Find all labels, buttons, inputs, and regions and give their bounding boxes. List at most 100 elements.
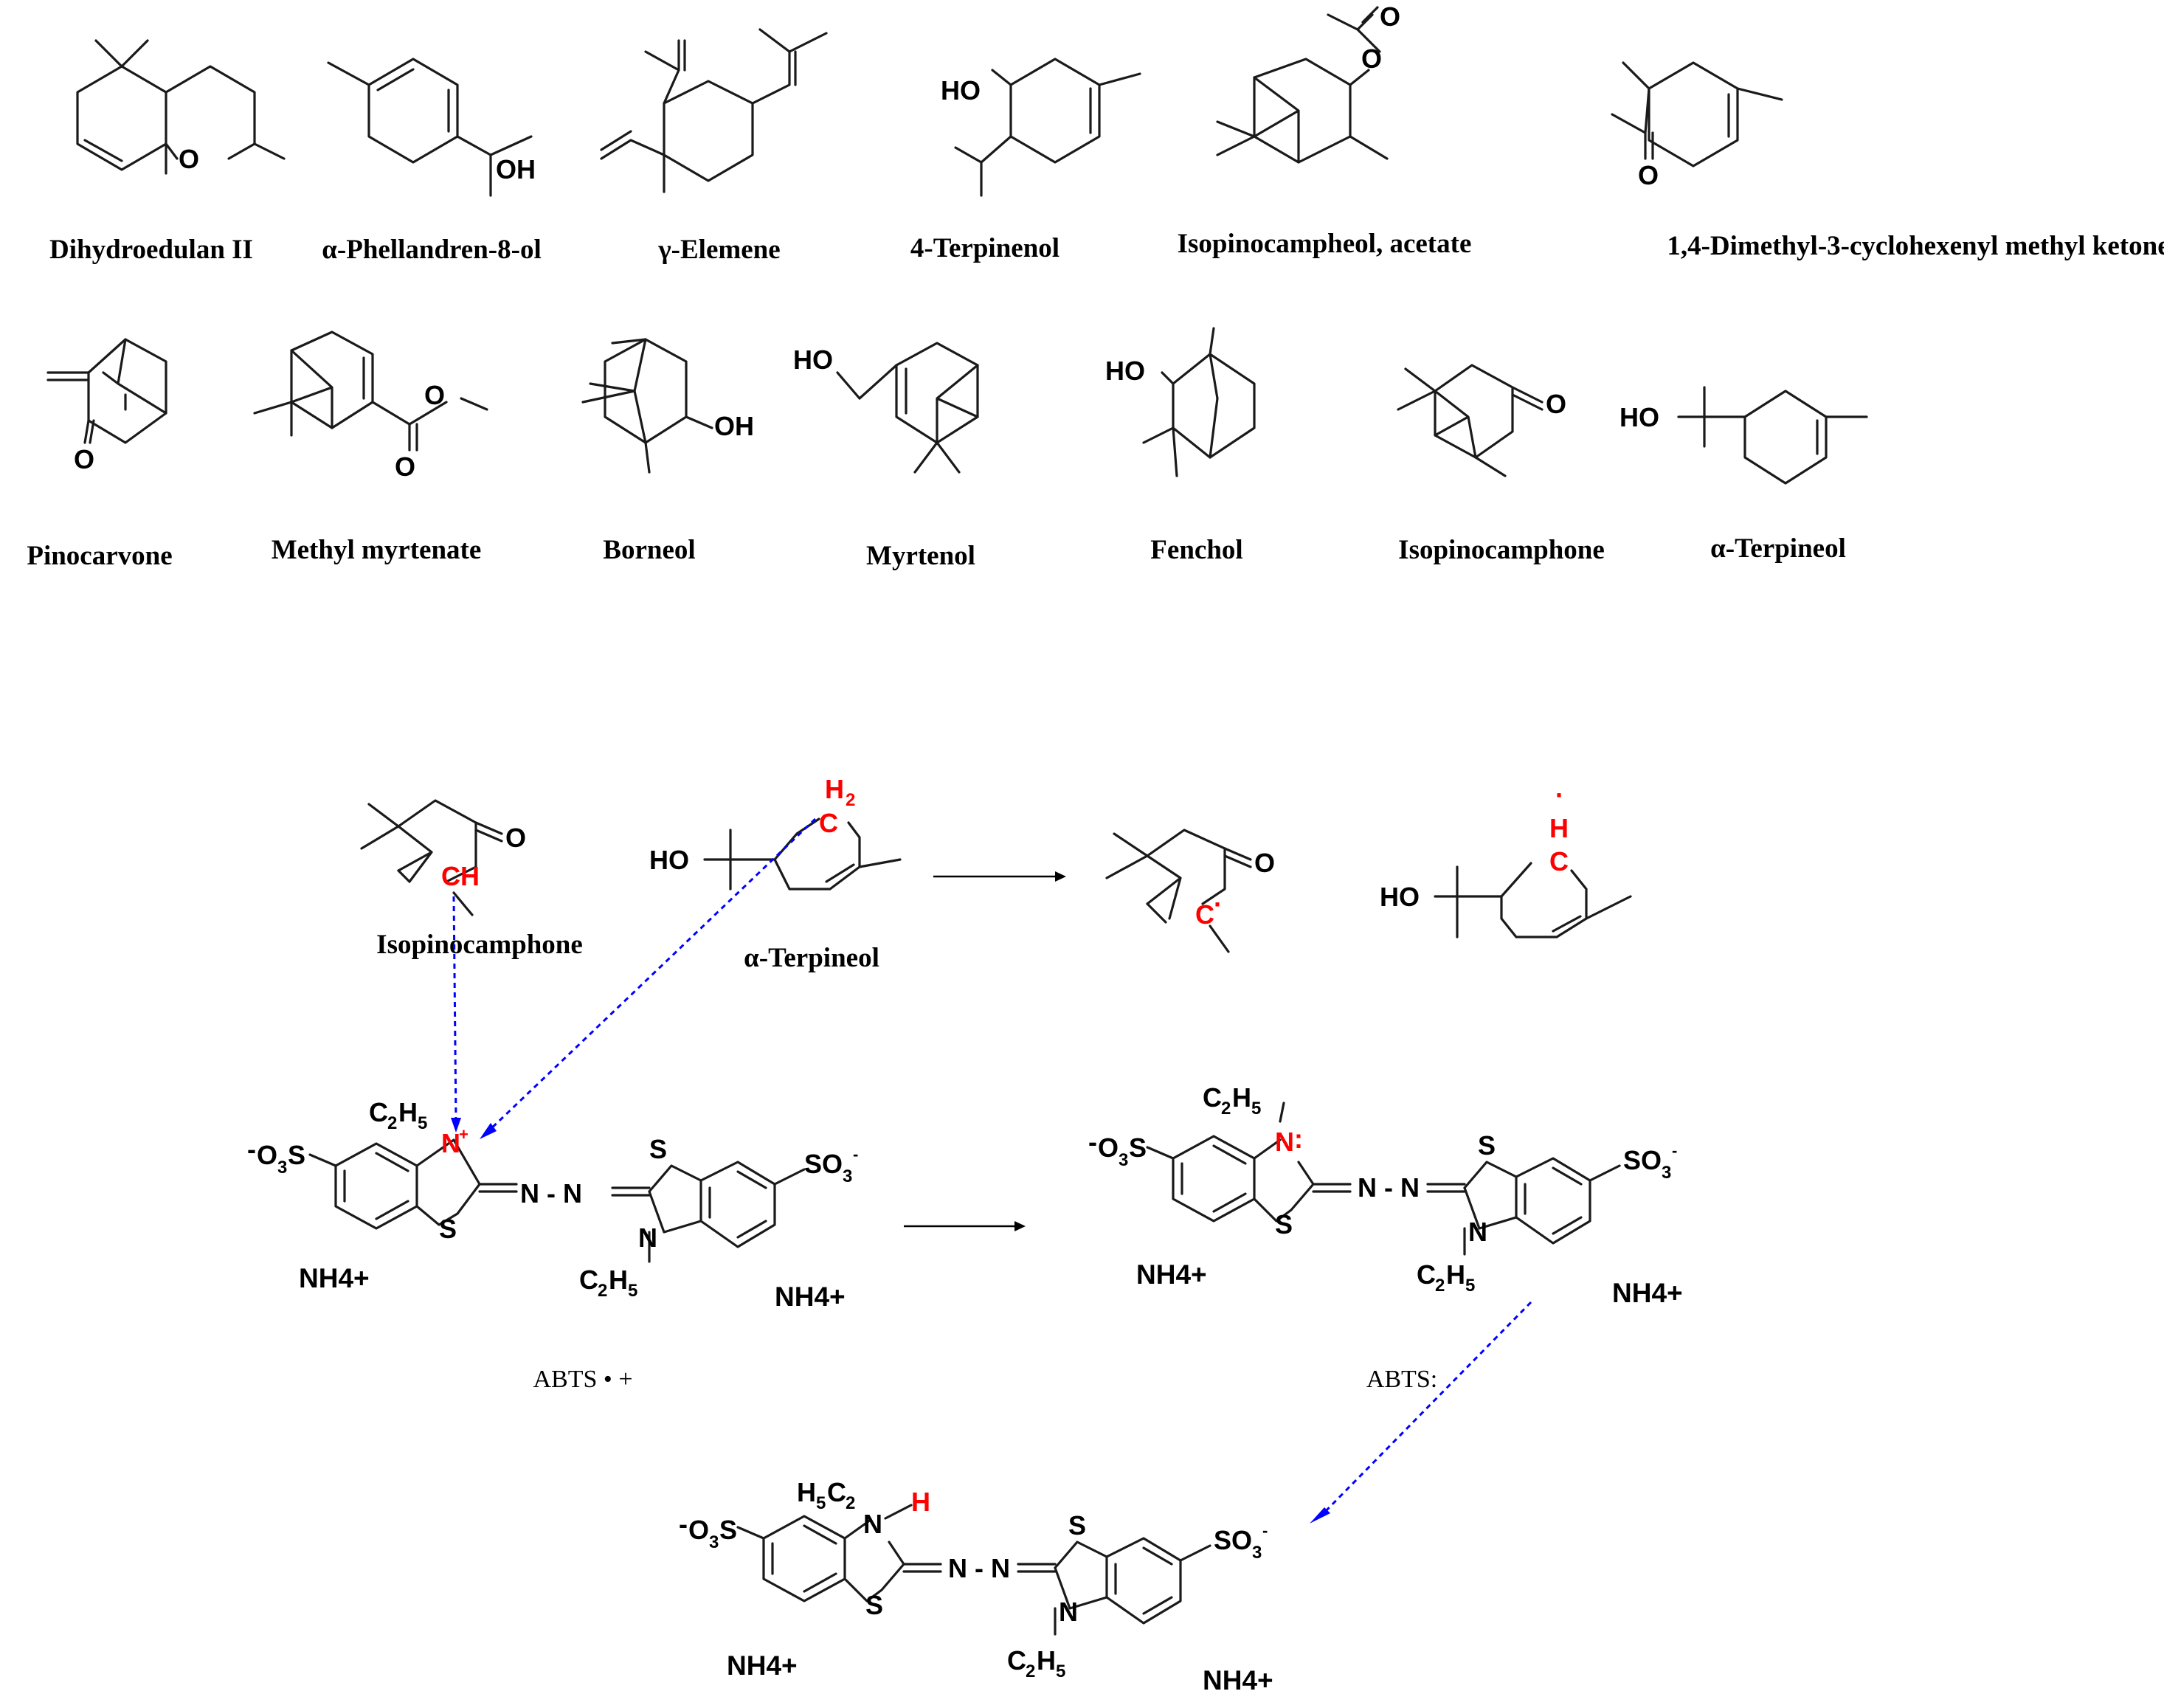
transfer-arrow-terpineol — [485, 817, 817, 1134]
structure-fenchol: HO — [1105, 327, 1256, 477]
ethyl-2: 2 — [1435, 1276, 1445, 1296]
hydroxyl-label: HO — [1105, 356, 1145, 386]
ethyl-c: C — [579, 1265, 598, 1295]
counterion-label: NH4+ — [1203, 1665, 1273, 1695]
thiazole-n: N — [1059, 1597, 1078, 1627]
structure-myrtenol: HO — [793, 342, 979, 474]
ethyl-c: C — [1007, 1645, 1026, 1676]
reactive-h: H — [825, 774, 844, 804]
ethyl-h: H — [609, 1265, 628, 1295]
counterion-label: NH4+ — [299, 1263, 370, 1293]
sulfonate-s: S — [719, 1515, 737, 1545]
reaction-arrow-2-head — [1014, 1221, 1026, 1231]
caption-fenchol: Fenchol — [1150, 535, 1242, 565]
sulfonate-s: S — [804, 1149, 822, 1179]
ethyl-h: H — [797, 1477, 816, 1507]
reaction-arrow-1-head — [1055, 871, 1066, 882]
mechanism-isopinocamphone-radical: O C · — [1105, 829, 1275, 953]
hydroxyl-label: HO — [1380, 882, 1420, 912]
structure-4-terpinenol: HO — [941, 58, 1141, 197]
azo-nn: N - N — [520, 1178, 582, 1209]
ethyl-5: 5 — [1056, 1662, 1065, 1681]
sulfonate-charge: - — [1672, 1141, 1677, 1160]
ethyl-c: C — [1203, 1082, 1222, 1113]
counterion-label: NH4+ — [1612, 1278, 1683, 1308]
reactive-h-count: 2 — [846, 790, 855, 810]
sulfonate-o: O — [257, 1140, 277, 1170]
thiazole-s: S — [865, 1590, 883, 1620]
carbonyl-oxygen: O — [1638, 160, 1659, 190]
sulfonate-s: S — [288, 1140, 305, 1170]
radical-carbon: C — [1549, 846, 1569, 877]
ethyl-5: 5 — [1465, 1276, 1475, 1296]
ethyl-2: 2 — [846, 1493, 855, 1513]
hydroxyl-label: HO — [941, 75, 981, 106]
sulfonate-3: 3 — [1119, 1150, 1128, 1170]
caption-alpha-terpineol: α-Terpineol — [1710, 533, 1846, 564]
sulfonate-o: O — [822, 1149, 843, 1179]
transferred-hydrogen: H — [911, 1487, 930, 1517]
abts-protonated: - O 3 S H 5 C 2 N H S N - N S N C 2 H 5 … — [679, 1477, 1268, 1681]
ethyl-2: 2 — [1221, 1099, 1231, 1119]
structure-isopinocampheol-acetate: O O — [1216, 1, 1400, 164]
mechanism-alpha-terpineol: HO C H 2 — [649, 774, 902, 891]
caption-methyl-myrtenate: Methyl myrtenate — [272, 535, 482, 565]
amine-nitrogen: N — [863, 1509, 882, 1539]
thiazole-s: S — [649, 1134, 667, 1164]
caption-isopinocamphone: Isopinocamphone — [1398, 535, 1605, 565]
sulfonate-charge: - — [1262, 1521, 1268, 1540]
thiazole-n: N — [1468, 1217, 1487, 1247]
carbonyl-oxygen: O — [1546, 389, 1566, 419]
ethyl-h: H — [398, 1097, 418, 1127]
structure-methyl-myrtenate: O O — [253, 331, 488, 482]
radical-h: H — [1549, 813, 1569, 843]
caption-isopinocampheol-acetate: Isopinocampheol, acetate — [1178, 229, 1472, 259]
sulfonate-o: O — [1098, 1133, 1119, 1163]
structure-borneol: OH — [581, 338, 754, 474]
ethyl-2: 2 — [598, 1281, 607, 1301]
ethyl-5: 5 — [816, 1493, 826, 1513]
reactive-carbon: C — [819, 808, 838, 838]
structure-phellandren-8-ol: OH — [327, 58, 536, 197]
label-abts-radical: ABTS • + — [533, 1366, 633, 1393]
sulfonate-3: 3 — [709, 1532, 719, 1552]
caption-gamma-elemene: γ-Elemene — [657, 235, 780, 265]
structure-dimethylcyclohexenyl-ketone: O — [1611, 61, 1783, 190]
carbonyl-oxygen: O — [1380, 1, 1400, 32]
carbonyl-oxygen: O — [505, 823, 526, 853]
ethyl-2: 2 — [387, 1113, 397, 1133]
radical-dot: · — [1555, 780, 1564, 810]
caption-dimethylcyclohexenyl-ketone: 1,4-Dimethyl-3-cyclohexenyl methyl keton… — [1667, 231, 2164, 261]
reactive-ch: CH — [441, 861, 480, 891]
transfer-arrow-abts — [1319, 1301, 1532, 1518]
structure-alpha-terpineol: HO — [1619, 386, 1868, 485]
sulfonate-3: 3 — [277, 1158, 287, 1178]
abts-reduced: - O 3 S C 2 H 5 N : S N - N S N C 2 H 5 … — [1088, 1082, 1677, 1296]
sulfonate-o: O — [1231, 1525, 1252, 1555]
neutral-nitrogen: N — [1275, 1127, 1294, 1157]
sulfonate-charge: - — [1088, 1127, 1097, 1157]
caption-phellandren-8-ol: α-Phellandren-8-ol — [322, 235, 541, 265]
ethyl-c: C — [1417, 1259, 1436, 1290]
ethyl-h: H — [1037, 1645, 1056, 1676]
ethyl-c: C — [369, 1097, 388, 1127]
oxygen-atom: O — [179, 144, 199, 174]
label-alpha-terpineol: α-Terpineol — [744, 943, 879, 973]
counterion-label: NH4+ — [1136, 1259, 1207, 1290]
hydroxyl-label: HO — [1619, 402, 1659, 432]
ethyl-5: 5 — [1251, 1099, 1261, 1119]
transfer-arrow-head — [451, 1118, 461, 1133]
hydrogen-transfer-arrows — [451, 817, 1532, 1524]
carbonyl-oxygen: O — [395, 452, 415, 482]
ethyl-c: C — [827, 1477, 846, 1507]
sulfonate-s: S — [1623, 1145, 1641, 1175]
azo-nn: N - N — [948, 1553, 1010, 1583]
sulfonate-charge: - — [853, 1145, 858, 1164]
hydroxyl-label: HO — [649, 845, 689, 875]
sulfonate-charge: - — [679, 1509, 688, 1539]
ethyl-5: 5 — [418, 1113, 427, 1133]
ethyl-h: H — [1446, 1259, 1465, 1290]
caption-borneol: Borneol — [603, 535, 695, 565]
label-isopinocamphone: Isopinocamphone — [376, 930, 583, 960]
